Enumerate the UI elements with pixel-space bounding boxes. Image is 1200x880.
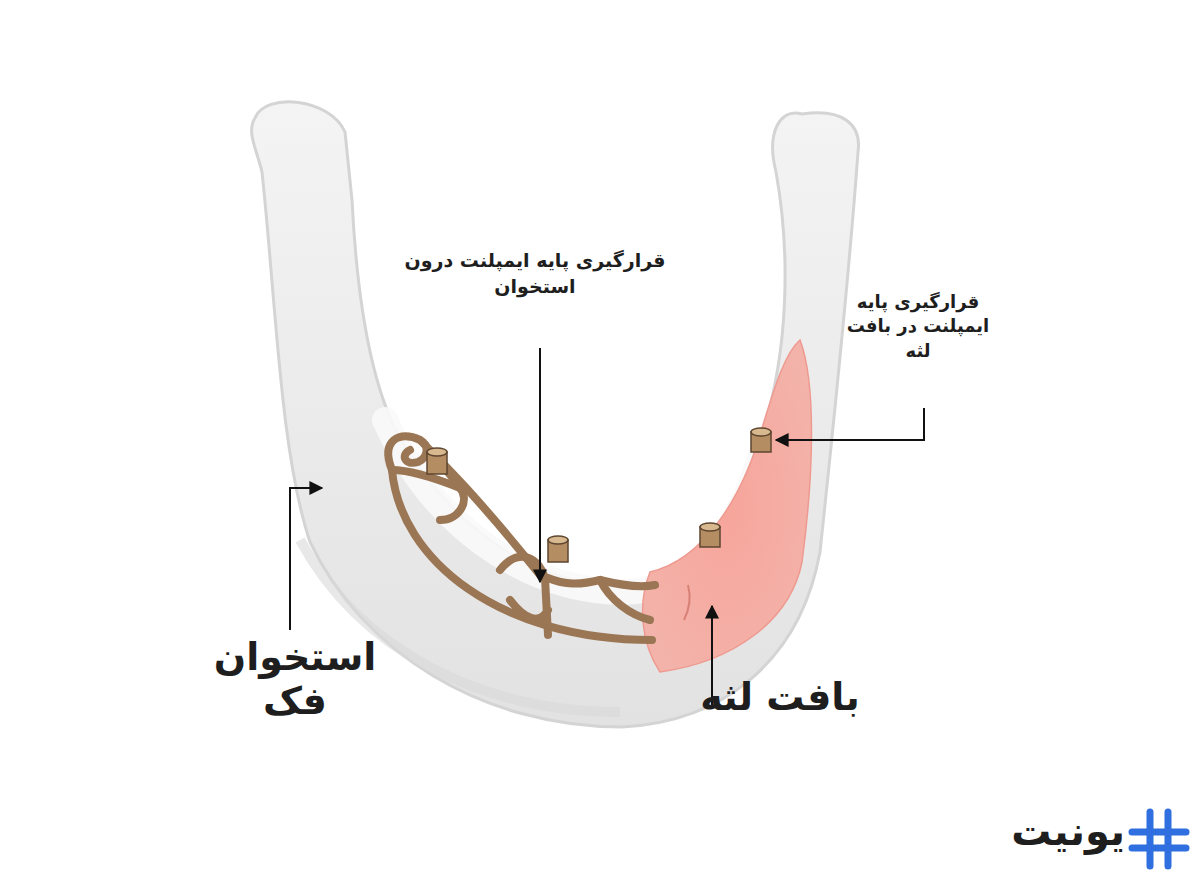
part-label: استخوان فک <box>180 636 410 723</box>
callout-label: قرارگیری پایه ایمپلنت در بافت لثه <box>838 290 998 363</box>
watermark-logo: یونیت <box>950 808 1125 854</box>
implant-framework <box>388 436 655 640</box>
logo-icon <box>1132 812 1186 866</box>
gum-tissue <box>643 340 812 672</box>
part-label: بافت لثه <box>700 676 860 720</box>
jaw-bone <box>252 102 859 727</box>
implant-post <box>427 428 771 562</box>
leader-line <box>290 348 924 708</box>
callout-label: قرارگیری پایه ایمپلنت درون استخوان <box>385 248 685 299</box>
bone-shadow <box>300 540 620 712</box>
gum-fold <box>684 585 690 620</box>
